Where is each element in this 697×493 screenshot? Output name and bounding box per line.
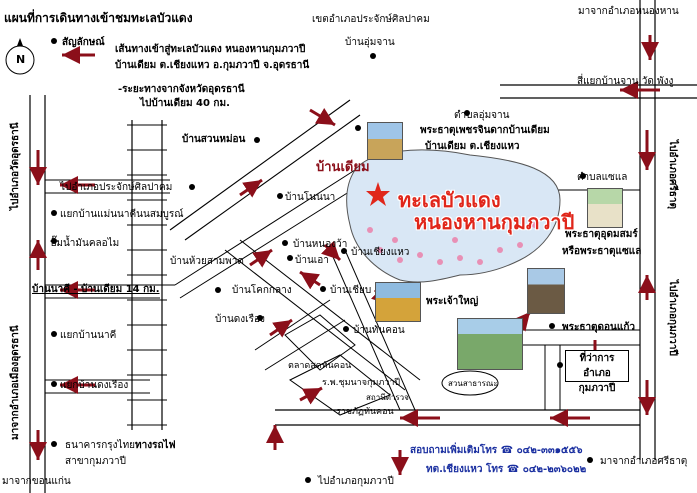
label-ban-chiap: บ้านเชียบ [330, 285, 372, 296]
label-ban-nong-wa: บ้านหนองว้า [293, 239, 348, 250]
label-phra-that-udomsom: พระธาตุอุดมสมร์ [565, 229, 638, 240]
label-from-udon-left: มาจากอำเภอเมืองอุดรธานี [10, 325, 21, 440]
label-ban-suan-mon: บ้านสวนหม่อน [182, 134, 246, 145]
photo-phra-that-khok-kaeo [527, 268, 565, 314]
label-ban-don-rueang: บ้านดงเรือง [215, 314, 265, 325]
compass-label: N [16, 53, 26, 66]
contact-line2: ทต.เชียงแหว โทร ☎ ๐๔๒-๒๓๖๐๒๒ [426, 464, 587, 475]
label-talad: ตลาดสดทันคอน [288, 361, 352, 371]
lake-title-line1: ทะเลบัวแดง [398, 188, 501, 212]
contact-line1: สอบถามเพิ่มเติมโทร ☎ ๐๔๒-๓๓๑๕๕๖ [410, 445, 583, 456]
route-info-line4: ไปบ้านเดียม 40 กม. [140, 98, 230, 109]
label-ban-ao: บ้านเอา [295, 255, 329, 266]
label-or-phra-that-sae-lae: หรือพระธาตุแซแล [562, 246, 642, 257]
label-ban-diam-tambon: บ้านเดียม ต.เชียงแหว [425, 141, 520, 152]
label-tambon-sae-lae: ตำบลแซแล [577, 172, 628, 183]
label-station-police: สถานีตำรวจ [366, 393, 409, 402]
district-office-line2: กุมภวาปี [578, 383, 616, 394]
label-ban-chiang-waeo: บ้านเชียงแหว [351, 247, 410, 258]
label-to-udon-left: ไปอำเภอวัดอุดรธานี [10, 122, 21, 210]
label-to-kumphawapi-right: ไปอำเภอกุมภวาปี [667, 280, 678, 356]
label-junction-non-sombun: แยกบ้านแม่นนาคีนนสมบูรณ์ [60, 209, 184, 220]
label-from-khon-kaen: มาจากขอนแก่น [2, 476, 71, 487]
label-junction-na-khi: แยกบ้านนาคี [60, 330, 117, 341]
photo-phra-that-udomsom [587, 188, 623, 228]
label-ban-than-kon: บ้านทันคอน [353, 325, 405, 336]
legend-label: สัญลักษณ์ [62, 37, 105, 48]
lake-title-line2: หนองหานกุมภวาปี [414, 210, 575, 234]
label-phra-that-diam: พระธาตุเพชรจินดากบ้านเดียม [420, 125, 550, 136]
label-ban-khok-klang: บ้านโคกกลาง [232, 285, 292, 296]
route-info-line3: -ระยะทางจากจังหวัดอุดรธานี [118, 84, 245, 95]
label-junction-dong-rueang: แยกบ้านดงเรือง [60, 380, 129, 391]
label-railway: ทางรถไฟ [135, 440, 176, 451]
photo-phra-chao-yai [375, 282, 421, 322]
label-distance: บ้านนาคี - บ้านเดียม 14 กม. [32, 284, 160, 295]
photo-phra-that-diam [367, 122, 403, 160]
label-ban-huai-sam-phat: บ้านห้วยสามพาด [170, 256, 244, 267]
route-info-line1: เส้นทางเข้าสู่ทะเลบัวแดง หนองหานกุมภวาปี [115, 44, 306, 55]
label-phra-chao-yai: พระเจ้าใหญ่ [426, 296, 479, 307]
label-public-park: สวนสาธารณะ [448, 379, 498, 388]
label-junction-chanchawari: สี่แยกบ้านจาน วัด พังงู [577, 76, 674, 87]
district-office-box: ที่ว่าการอำเภอ กุมภวาปี [565, 350, 629, 394]
label-from-si-that: มาจากอำเภอศรีธาตุ [600, 456, 688, 467]
district-office-line1: ที่ว่าการอำเภอ [579, 353, 615, 379]
label-gas-station: ปั๊มน้ำมันคลอไม [50, 238, 120, 249]
label-ban-non-na: บ้านโนนนา [285, 192, 336, 203]
label-tambon-umjan: ตำบลอุ่มจาน [454, 110, 510, 121]
map-title: แผนที่การเดินทางเข้าชมทะเลบัวแดง [4, 11, 193, 25]
label-to-prajak-left: ไปอำเภอประจักษ์ศิลปาคม [60, 182, 173, 193]
label-to-prajak-top: เขตอำเภอประจักษ์ศิลปาคม [312, 14, 430, 25]
route-info-line2: บ้านเดียม ต.เชียงแหว อ.กุมภวาปี จ.อุดรธา… [115, 60, 310, 71]
label-from-nonghan: มาจากอำเภอหนองหาน [578, 6, 679, 17]
label-ban-diam: บ้านเดียม [316, 160, 370, 175]
label-to-kumphawapi-bottom: ไปอำเภอกุมภวาปี [318, 476, 394, 487]
label-to-si-that-right: ไปอำเภอศรีธาตุ [667, 140, 678, 209]
label-ban-umjan: บ้านอุ่มจาน [345, 37, 395, 48]
label-hospital: ร.พ.ชุมนาจกุมภวาปี [322, 378, 401, 388]
label-bank-2: สาขากุมภวาปี [65, 456, 126, 467]
label-school: ราชภัฏทันคอน [336, 407, 394, 417]
label-bank-1: ธนาคารกรุงไทย [65, 440, 136, 451]
label-phra-that-khok-kaeo: พระธาตุดอนแก้ว [562, 322, 635, 333]
photo-park-statue [457, 318, 523, 370]
